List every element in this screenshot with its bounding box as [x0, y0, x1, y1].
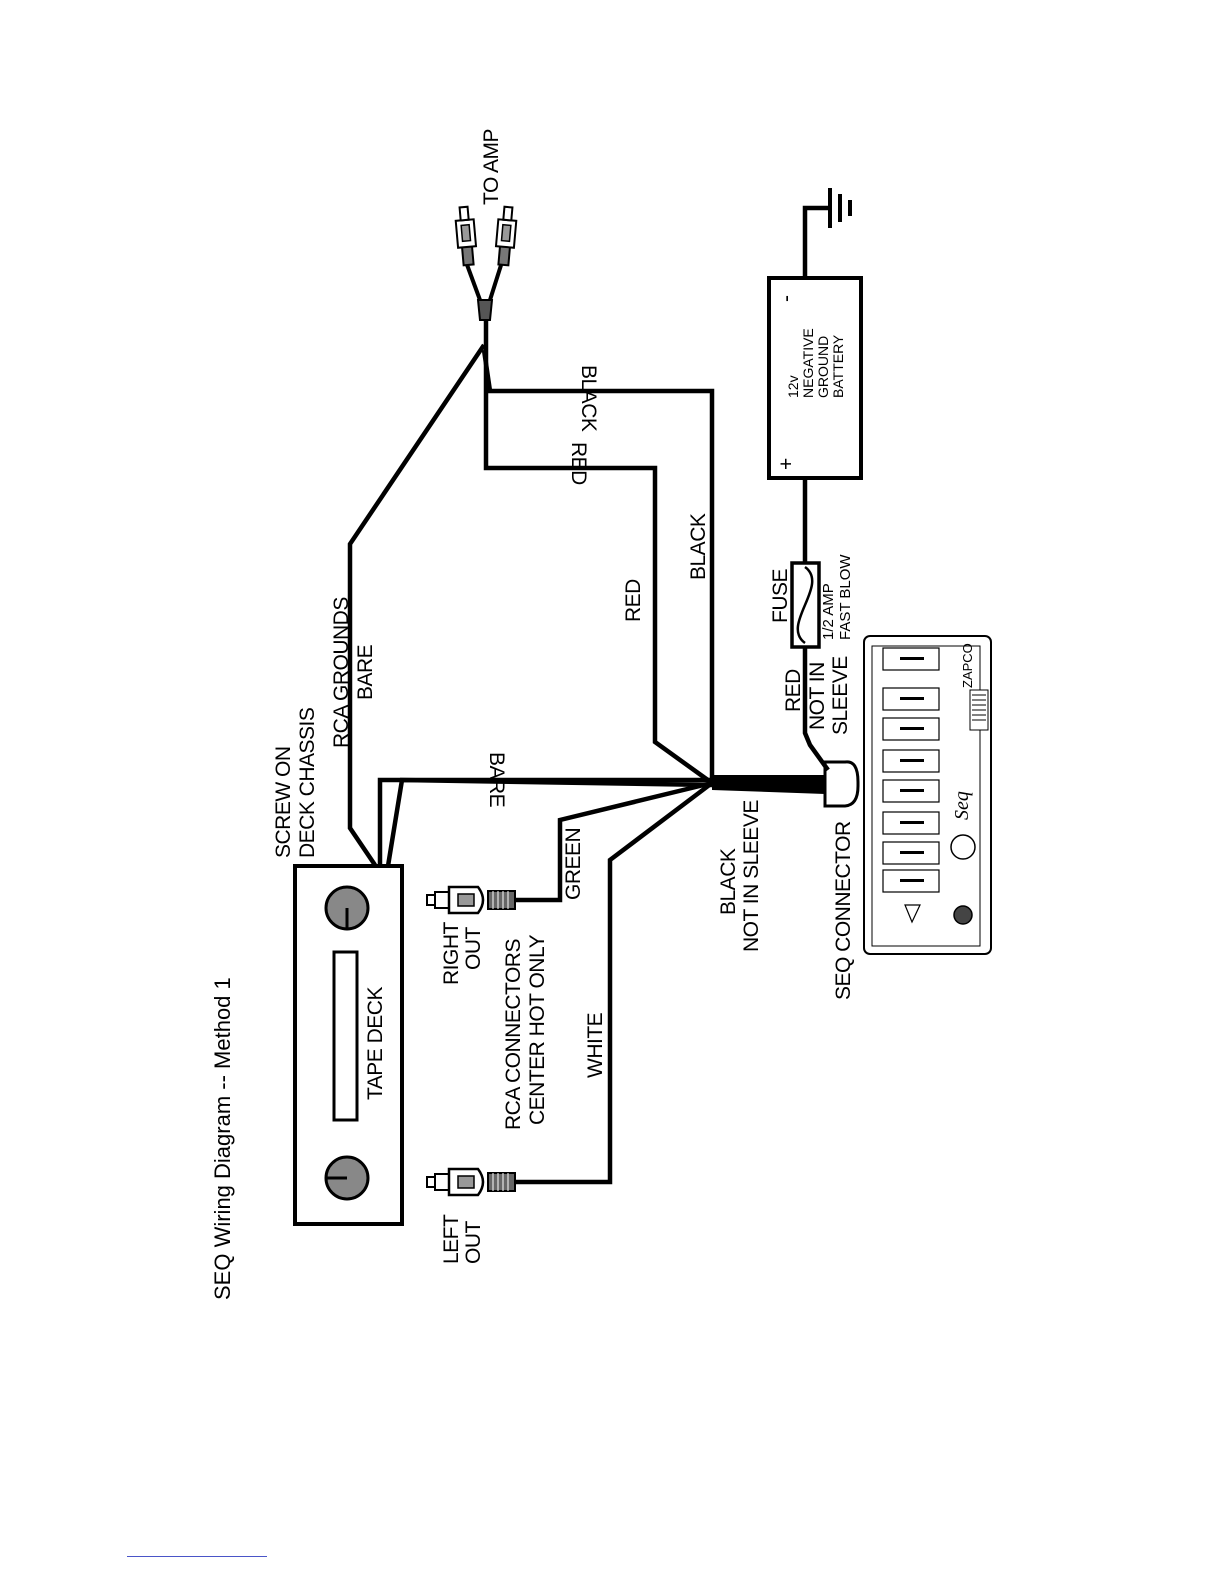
label-rca-grounds: RCA GROUNDS: [330, 597, 353, 748]
label-bare: BARE: [354, 644, 377, 700]
rca-plugs-amp-icon: [455, 206, 518, 320]
label-red-top: RED: [567, 442, 590, 485]
label-battery-battery: BATTERY: [830, 334, 846, 398]
seq-connector-plug: [825, 762, 858, 806]
label-right: RIGHT: [440, 922, 463, 986]
label-sleeve: SLEEVE: [829, 656, 852, 735]
label-black-mid: BLACK: [687, 513, 710, 580]
label-right-out: OUT: [462, 927, 485, 971]
label-to-amp: TO AMP: [480, 129, 503, 205]
label-screw-on: SCREW ON: [272, 747, 295, 859]
label-black-top: BLACK: [577, 365, 600, 432]
label-not-in-sleeve-black: NOT IN SLEEVE: [740, 800, 763, 952]
harness-sleeve: [712, 775, 825, 794]
battery-plus-sign: +: [775, 458, 798, 470]
label-red-bottom: RED: [782, 669, 805, 712]
label-black-bottom: BLACK: [717, 848, 740, 915]
rca-plug-left-icon: [427, 1169, 515, 1195]
diagram-title: SEQ Wiring Diagram -- Method 1: [210, 977, 235, 1300]
label-battery-negative: NEGATIVE: [800, 328, 816, 398]
label-fuse: FUSE: [769, 569, 792, 624]
label-left: LEFT: [440, 1214, 463, 1264]
zapco-logo: ZAPCO: [960, 643, 975, 688]
label-left-out: OUT: [462, 1221, 485, 1265]
label-fuse-rating: 1/2 AMP: [820, 583, 837, 640]
label-bare-top: BARE: [485, 752, 508, 808]
label-center-hot-only: CENTER HOT ONLY: [526, 934, 549, 1125]
seq-knob-icon: [951, 835, 975, 859]
ground-icon: [830, 188, 850, 228]
fuse-icon: [792, 563, 819, 647]
label-red-mid: RED: [622, 579, 645, 622]
rca-plug-right-icon: [427, 887, 515, 913]
label-not-in: NOT IN: [806, 662, 829, 730]
label-seq-connector: SEQ CONNECTOR: [832, 821, 855, 1000]
label-fast-blow: FAST BLOW: [837, 554, 854, 640]
footer-link-underline: [127, 1556, 267, 1557]
seq-logo: Seq: [951, 791, 973, 820]
wire-bare-rca-ground: [350, 345, 484, 865]
label-battery-ground: GROUND: [815, 336, 831, 398]
label-deck-chassis: DECK CHASSIS: [296, 707, 319, 858]
label-white: WHITE: [584, 1012, 607, 1078]
wire-green: [515, 783, 712, 900]
battery-minus-sign: -: [775, 295, 798, 302]
label-green: GREEN: [562, 828, 585, 900]
wire-ground: [805, 208, 830, 278]
label-rca-connectors: RCA CONNECTORS: [502, 939, 525, 1130]
label-tape-deck: TAPE DECK: [364, 987, 387, 1100]
label-battery-12v: 12v: [785, 375, 801, 398]
seq-power-knob-icon: [954, 906, 972, 924]
